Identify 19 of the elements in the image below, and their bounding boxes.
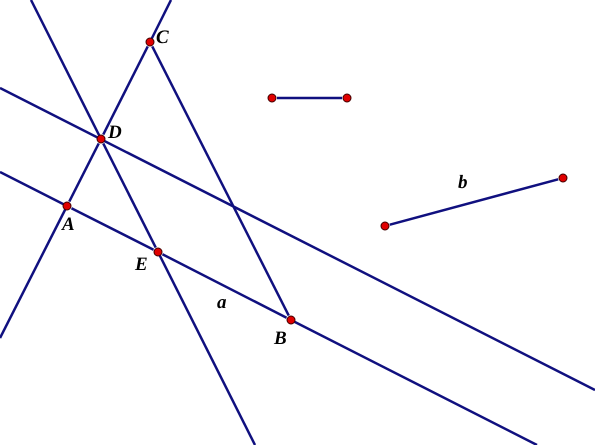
- point: [380, 221, 390, 231]
- line-segment: [390, 178, 558, 226]
- point: [267, 93, 277, 103]
- point: [145, 28, 170, 48]
- line-segment: [102, 46, 149, 136]
- point-label: C: [156, 28, 169, 48]
- point: [96, 123, 122, 144]
- point-label: A: [62, 215, 75, 235]
- line-segment: [68, 142, 100, 202]
- line-segment: [162, 253, 288, 319]
- point-label: E: [135, 255, 148, 275]
- point-label: B: [274, 329, 287, 349]
- point: [558, 173, 568, 183]
- line-segment: [102, 142, 157, 248]
- line-segment: [151, 46, 290, 316]
- point: [342, 93, 352, 103]
- point-label: D: [108, 123, 122, 143]
- line-segment: [277, 96, 342, 100]
- line-segment: [70, 207, 154, 251]
